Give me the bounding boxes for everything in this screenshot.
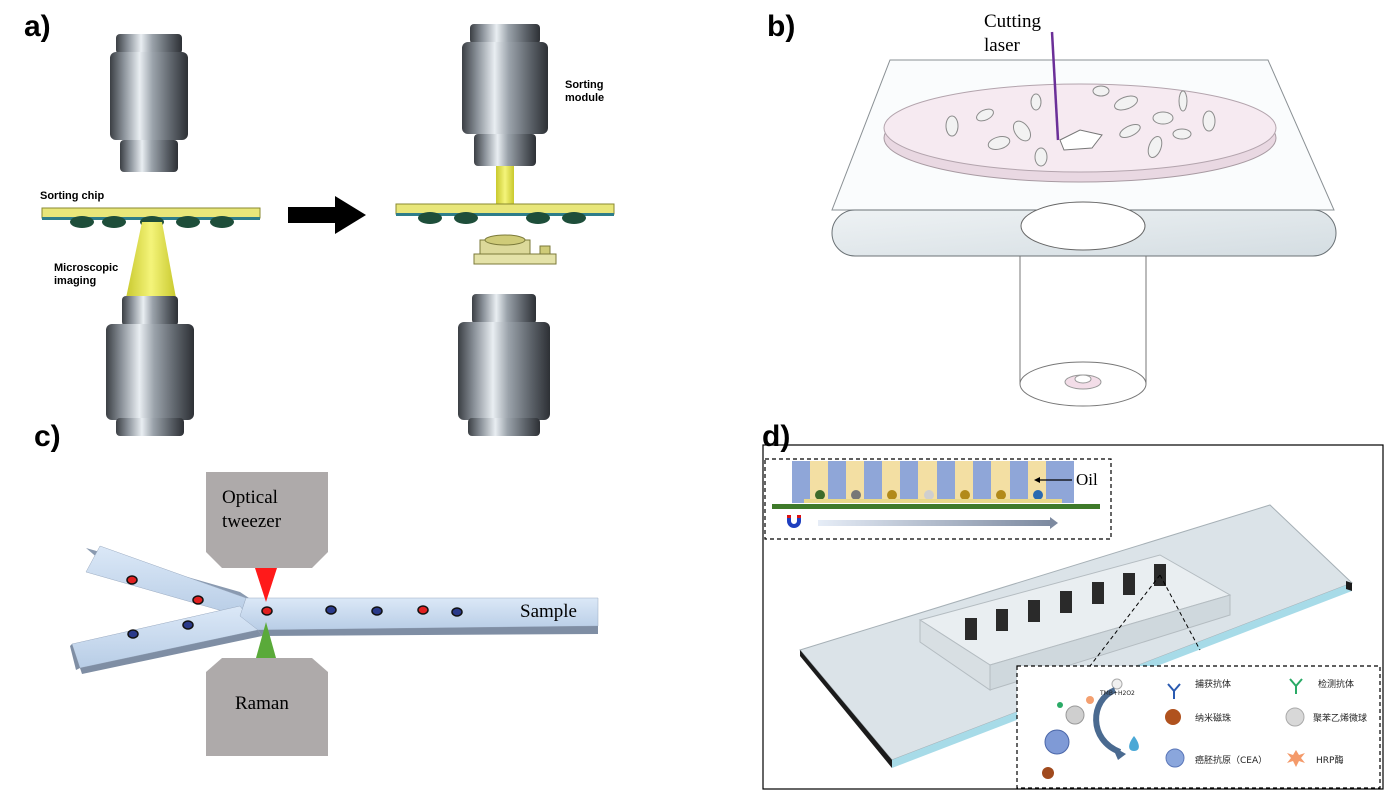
panel-b-label: b) [767, 10, 796, 43]
imaging-beam [126, 222, 176, 298]
raman-beam [256, 622, 276, 658]
objective-top-right [462, 24, 548, 166]
optical-sorting-channel [70, 472, 599, 756]
sorting-module-label: Sorting module [565, 79, 605, 104]
panel-a-label: a) [24, 10, 51, 43]
microscopic-imaging-label: Microscopic imaging [54, 262, 119, 287]
sorting-chip-right [395, 203, 615, 224]
raman-box [206, 658, 328, 756]
raman-label: Raman [235, 693, 289, 714]
panel-c-label: c) [34, 420, 61, 453]
objective-top-left [110, 34, 188, 172]
panel-d-label: d) [762, 420, 791, 453]
optical-tweezer-box [206, 472, 328, 568]
legend-cea: 癌胚抗原（CEA） [1195, 756, 1268, 766]
objective-bottom-right [458, 294, 550, 436]
objective-bottom-left [106, 296, 194, 436]
sample-label: Sample [520, 601, 577, 622]
microfluidic-chip-panel [762, 444, 1384, 790]
sorting-beam [496, 166, 514, 208]
legend-hrp: HRP酶 [1316, 756, 1344, 766]
optical-tweezer-label: Optical tweezer [222, 487, 282, 532]
cutting-laser-label: Cutting laser [984, 11, 1042, 56]
transition-arrow [288, 196, 366, 234]
sorting-chip-label: Sorting chip [40, 190, 105, 202]
laser-cutting-stage [831, 31, 1337, 407]
tweezer-beam [255, 568, 277, 602]
legend-magnetic-bead: 纳米磁珠 [1195, 714, 1232, 724]
legend-detection-antibody: 检测抗体 [1318, 680, 1355, 690]
tmb-label: TMB+H2O2 [1100, 690, 1135, 697]
legend-polystyrene-bead: 聚苯乙烯微球 [1313, 714, 1368, 724]
legend-capture-antibody: 捕获抗体 [1195, 680, 1232, 690]
collection-stage [473, 234, 557, 265]
oil-label: Oil [1076, 470, 1098, 489]
